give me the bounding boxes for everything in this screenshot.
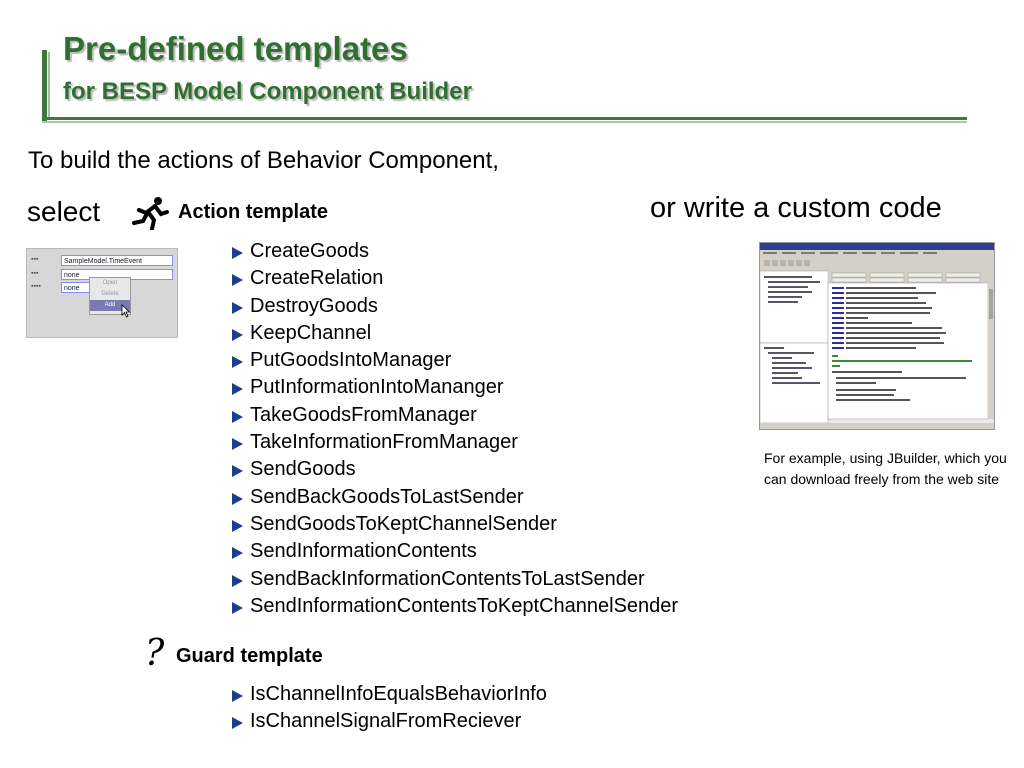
list-item: SendBackGoodsToLastSender [232,484,678,511]
triangle-bullet-icon [232,465,243,478]
triangle-bullet-icon [232,547,243,560]
guard-template-list: IsChannelInfoEqualsBehaviorInfo IsChanne… [232,681,547,736]
list-item: DestroyGoods [232,293,678,320]
menu-item-add[interactable]: Add [90,300,130,311]
action-label-glyphs: ▪▪▪▪ [31,283,41,290]
triangle-bullet-icon [232,717,243,730]
list-item: CreateGoods [232,238,678,265]
triangle-bullet-icon [232,247,243,259]
list-item: TakeInformationFromManager [232,429,678,456]
triangle-bullet-icon [232,601,243,614]
title-underline [42,117,967,120]
triangle-bullet-icon [232,274,243,287]
triangle-bullet-icon [232,519,243,532]
title-underline-light [42,121,967,123]
jbuilder-caption: For example, using JBuilder, which you c… [764,450,1007,487]
list-item: SendInformationContentsToKeptChannelSend… [232,593,678,620]
menu-item-open[interactable]: Open [102,280,118,286]
list-item: IsChannelSignalFromReciever [232,708,547,735]
list-item: TakeGoodsFromManager [232,402,678,429]
page-subtitle: for BESP Model Component Builder [63,78,472,105]
running-figure-icon [132,197,169,230]
guard-question-icon: ? [145,633,165,674]
triangle-bullet-icon [232,410,243,423]
template-menu-screenshot: ▪▪▪ ▪▪▪ ▪▪▪▪ SampleModel.TimeEvent none … [26,248,178,338]
custom-code-text: or write a custom code [650,192,942,224]
list-item: SendInformationContents [232,538,678,565]
list-item: SendGoods [232,456,678,483]
list-item: CreateRelation [232,265,678,292]
mouse-cursor-icon [121,304,131,318]
triangle-bullet-icon [232,328,243,341]
guard-label-glyphs: ▪▪▪ [31,270,39,277]
jbuilder-screenshot [759,242,995,430]
action-template-heading: Action template [178,201,329,223]
triangle-bullet-icon [232,383,243,396]
menu-item-delete[interactable]: Delete [101,291,119,297]
context-menu: Open Delete Add [89,277,131,315]
intro-text: To build the actions of Behavior Compone… [28,147,499,174]
triangle-bullet-icon [232,492,243,505]
select-text: select [27,196,101,227]
list-item: PutInformationIntoMananger [232,374,678,401]
page-title: Pre-defined templates [63,30,408,67]
guard-template-heading: Guard template [176,645,323,667]
triangle-bullet-icon [232,574,243,587]
triangle-bullet-icon [232,690,243,702]
list-item: SendBackInformationContentsToLastSender [232,566,678,593]
triangle-bullet-icon [232,356,243,369]
action-template-list: CreateGoods CreateRelation DestroyGoods … [232,238,678,620]
list-item: SendGoodsToKeptChannelSender [232,511,678,538]
list-item: PutGoodsIntoManager [232,347,678,374]
triangle-bullet-icon [232,438,243,451]
trigger-label-glyphs: ▪▪▪ [31,256,39,263]
title-accent-bar-light [48,52,50,118]
list-item: KeepChannel [232,320,678,347]
triangle-bullet-icon [232,301,243,314]
trigger-field[interactable]: SampleModel.TimeEvent [61,255,173,266]
title-accent-bar [42,50,47,122]
list-item: IsChannelInfoEqualsBehaviorInfo [232,681,547,708]
